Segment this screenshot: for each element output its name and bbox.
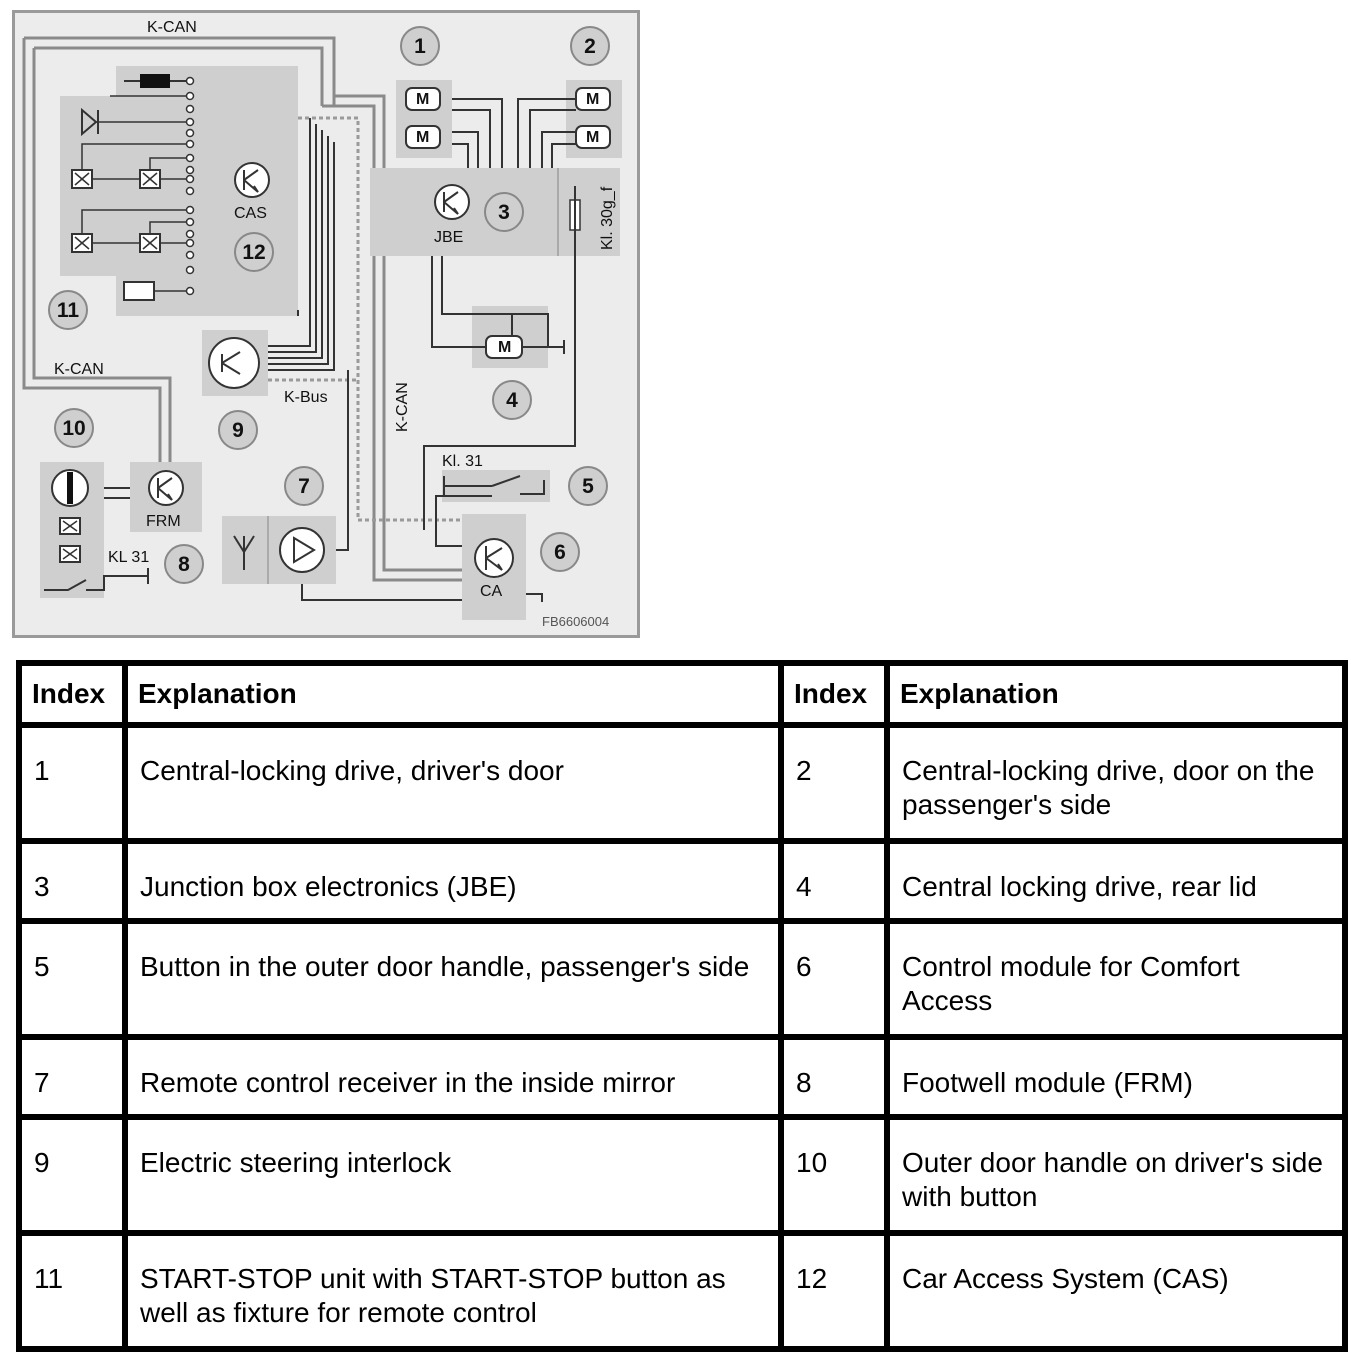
legend-index: 7 — [16, 1034, 128, 1120]
explanation-header: Explanation — [884, 660, 1348, 728]
callout-2: 2 — [570, 26, 610, 66]
legend-text: Junction box electronics (JBE) — [122, 838, 784, 924]
legend-index: 3 — [16, 838, 128, 924]
cas-label: CAS — [234, 205, 267, 222]
callout-1: 1 — [400, 26, 440, 66]
callouts: 1 2 3 4 5 6 7 8 9 10 11 12 — [48, 26, 610, 584]
svg-text:11: 11 — [57, 299, 80, 322]
svg-text:9: 9 — [232, 419, 244, 442]
kl31-label-b: KL 31 — [108, 549, 149, 566]
door-motors: M M M M — [396, 80, 622, 168]
kcan-bus-lines — [22, 36, 462, 582]
motor-label: M — [586, 129, 599, 146]
legend-text: START-STOP unit with START-STOP button a… — [122, 1230, 784, 1352]
kbus-label: K-Bus — [284, 389, 328, 406]
callout-10: 10 — [54, 408, 94, 448]
kcan-top-label: K-CAN — [147, 19, 197, 36]
steering-lock-module — [202, 118, 335, 396]
callout-12: 12 — [234, 232, 274, 272]
frm-module: FRM — [130, 462, 202, 532]
callout-4: 4 — [492, 380, 532, 420]
legend-row: 11 START-STOP unit with START-STOP butto… — [16, 1230, 1348, 1352]
legend-text: Remote control receiver in the inside mi… — [122, 1034, 784, 1120]
legend-text: Electric steering interlock — [122, 1114, 784, 1236]
legend-index: 9 — [16, 1114, 128, 1236]
remote-receiver — [222, 370, 462, 601]
rear-lid-motor: M — [431, 256, 565, 368]
motor-label: M — [416, 91, 429, 108]
kbus-lines — [268, 116, 462, 522]
legend-text: Central-locking drive, driver's door — [122, 722, 784, 844]
frm-label: FRM — [146, 513, 181, 530]
svg-text:2: 2 — [584, 35, 596, 58]
legend-index: 10 — [778, 1114, 890, 1236]
legend-row: 3 Junction box electronics (JBE) 4 Centr… — [16, 838, 1348, 924]
motor-label: M — [586, 91, 599, 108]
callout-6: 6 — [540, 532, 580, 572]
callout-9: 9 — [218, 410, 258, 450]
legend-index: 5 — [16, 918, 128, 1040]
legend-row: 9 Electric steering interlock 10 Outer d… — [16, 1114, 1348, 1236]
callout-11: 11 — [48, 290, 88, 330]
legend-header-row: Index Explanation Index Explanation — [16, 660, 1348, 728]
door-handle-driver: KL 31 — [40, 462, 149, 598]
svg-text:10: 10 — [62, 417, 85, 440]
legend-row: 1 Central-locking drive, driver's door 2… — [16, 722, 1348, 844]
index-header: Index — [778, 660, 890, 728]
legend-index: 11 — [16, 1230, 128, 1352]
ca-label: CA — [480, 583, 503, 600]
legend-text: Control module for Comfort Access — [884, 918, 1348, 1040]
legend-row: 7 Remote control receiver in the inside … — [16, 1034, 1348, 1120]
legend-row: 5 Button in the outer door handle, passe… — [16, 918, 1348, 1040]
explanation-header: Explanation — [122, 660, 784, 728]
legend-text: Central-locking drive, door on the passe… — [884, 722, 1348, 844]
kcan-left-label: K-CAN — [54, 361, 104, 378]
wiring-diagram: K-CAN K-CAN K-CAN — [12, 10, 640, 638]
legend-index: 12 — [778, 1230, 890, 1352]
legend-text: Outer door handle on driver's side with … — [884, 1114, 1348, 1236]
jbe-module: JBE Kl. 30g_f — [370, 168, 620, 256]
legend-table: Index Explanation Index Explanation 1 Ce… — [16, 660, 1348, 1352]
svg-text:7: 7 — [298, 475, 310, 498]
figure-code: FB6606004 — [542, 614, 609, 629]
legend-index: 2 — [778, 722, 890, 844]
callout-8: 8 — [164, 544, 204, 584]
jbe-label: JBE — [434, 229, 463, 246]
legend-text: Car Access System (CAS) — [884, 1230, 1348, 1352]
legend-index: 4 — [778, 838, 890, 924]
callout-7: 7 — [284, 466, 324, 506]
svg-text:3: 3 — [498, 201, 510, 224]
kcan-vertical-label: K-CAN — [394, 382, 411, 432]
callout-5: 5 — [568, 466, 608, 506]
index-header: Index — [16, 660, 128, 728]
motor-label: M — [498, 339, 511, 356]
callout-3: 3 — [484, 192, 524, 232]
svg-text:5: 5 — [582, 475, 594, 498]
svg-text:1: 1 — [414, 35, 426, 58]
svg-text:12: 12 — [242, 241, 265, 264]
svg-text:4: 4 — [506, 389, 518, 412]
legend-text: Central locking drive, rear lid — [884, 838, 1348, 924]
cas-module: CAS — [185, 66, 298, 316]
legend-text: Button in the outer door handle, passeng… — [122, 918, 784, 1040]
svg-text:6: 6 — [554, 541, 566, 564]
ca-module: CA — [462, 514, 543, 620]
motor-label: M — [416, 129, 429, 146]
kl31-label-a: Kl. 31 — [442, 453, 483, 470]
svg-text:8: 8 — [178, 553, 190, 576]
door-button-passenger: Kl. 31 — [423, 186, 576, 547]
kl30-label: Kl. 30g_f — [599, 186, 616, 250]
legend-index: 6 — [778, 918, 890, 1040]
legend-index: 1 — [16, 722, 128, 844]
legend-text: Footwell module (FRM) — [884, 1034, 1348, 1120]
legend-index: 8 — [778, 1034, 890, 1120]
